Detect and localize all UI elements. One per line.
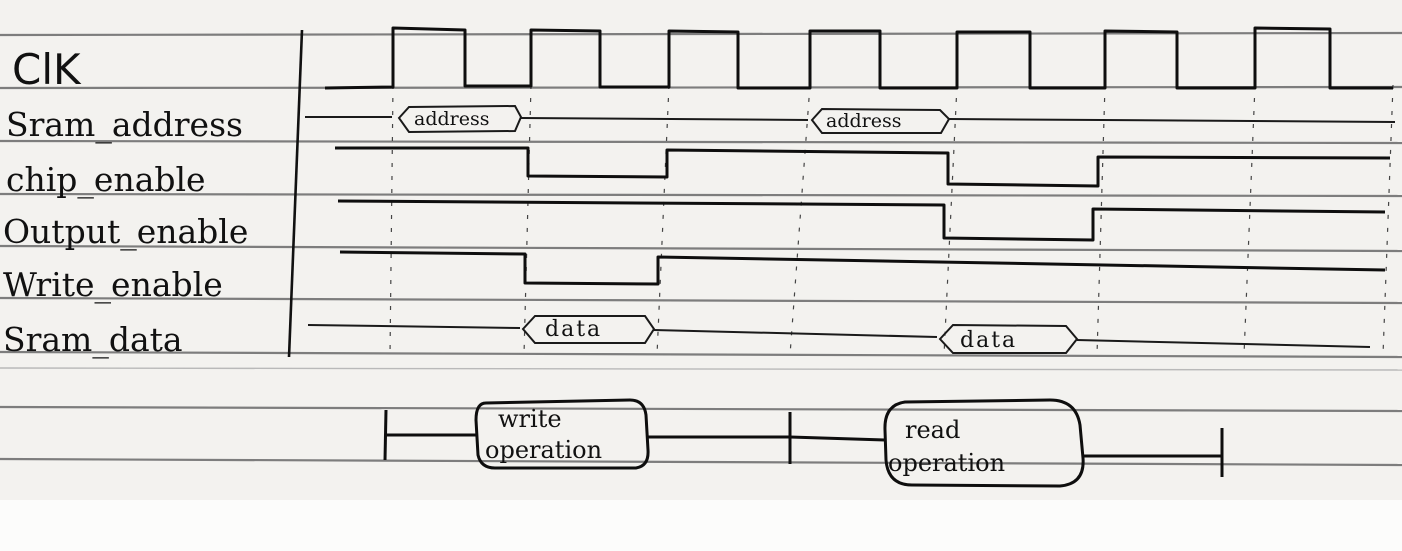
sram-address-waveform (305, 104, 1396, 134)
output-enable-label: Output_enable (3, 212, 248, 252)
sram-data-waveform (307, 315, 1371, 354)
ruled-lines (0, 31, 1402, 467)
write-operation-line1: write (498, 405, 562, 433)
chip-enable-waveform (335, 146, 1391, 188)
clk-label: ClK (12, 45, 82, 94)
write-enable-waveform (339, 250, 1386, 286)
read-operation-line2: operation (888, 449, 1005, 477)
address-tag-1: address (414, 108, 489, 130)
read-operation-line1: read (905, 416, 960, 444)
clk-waveform (324, 26, 1393, 90)
write-operation-line2: operation (485, 436, 602, 464)
data-tag-2: data (960, 328, 1017, 353)
signal-axis (287, 29, 304, 358)
output-enable-waveform (337, 199, 1386, 242)
data-tag-1: data (545, 317, 602, 342)
address-tag-2: address (826, 110, 901, 132)
paper-margin (0, 500, 1402, 551)
chip-enable-label: chip_enable (6, 160, 206, 200)
sram-address-label: Sram_address (6, 105, 243, 145)
read-operation-span (789, 398, 1224, 488)
write-enable-label: Write_enable (3, 265, 223, 305)
sram-data-label: Sram_data (3, 320, 183, 360)
